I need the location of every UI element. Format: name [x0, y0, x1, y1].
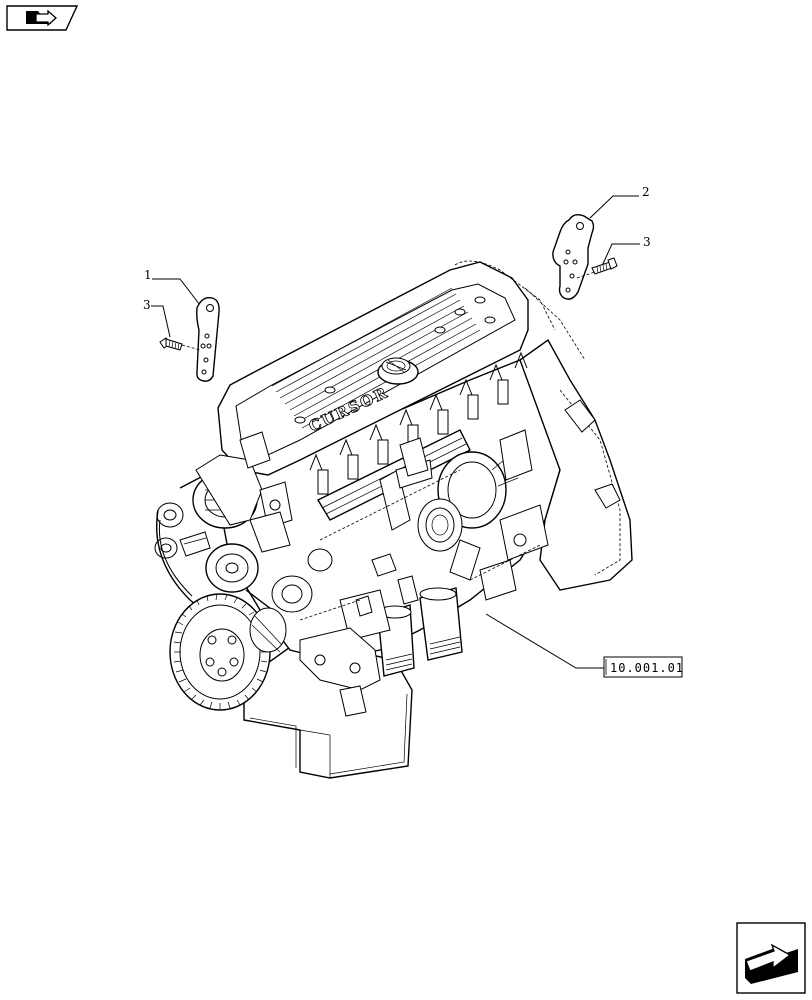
callout-1[interactable]: 1 — [144, 268, 201, 306]
bolt-part-3-left[interactable] — [159, 337, 183, 351]
callout-3-left[interactable]: 3 — [143, 298, 171, 338]
bracket-part-2[interactable] — [552, 213, 596, 300]
callout-2-label: 2 — [642, 185, 650, 199]
bracket-part-1[interactable] — [181, 297, 220, 382]
reference-callout[interactable]: 10.001.01 — [485, 613, 684, 678]
engine-assembly: CURSOR — [154, 260, 633, 779]
reference-code: 10.001.01 — [610, 661, 684, 675]
bolt-part-3-right[interactable] — [591, 257, 618, 275]
oil-filler-cap — [377, 357, 419, 385]
previous-page-icon[interactable] — [6, 5, 79, 31]
callout-2[interactable]: 2 — [589, 185, 650, 219]
next-page-icon[interactable] — [736, 922, 806, 994]
turbocharger — [417, 451, 519, 581]
callout-3-left-label: 3 — [143, 298, 151, 312]
callout-3-right-label: 3 — [643, 235, 651, 249]
callout-1-label: 1 — [144, 268, 152, 282]
oil-filters — [377, 587, 463, 677]
callout-3-right[interactable]: 3 — [601, 235, 651, 267]
